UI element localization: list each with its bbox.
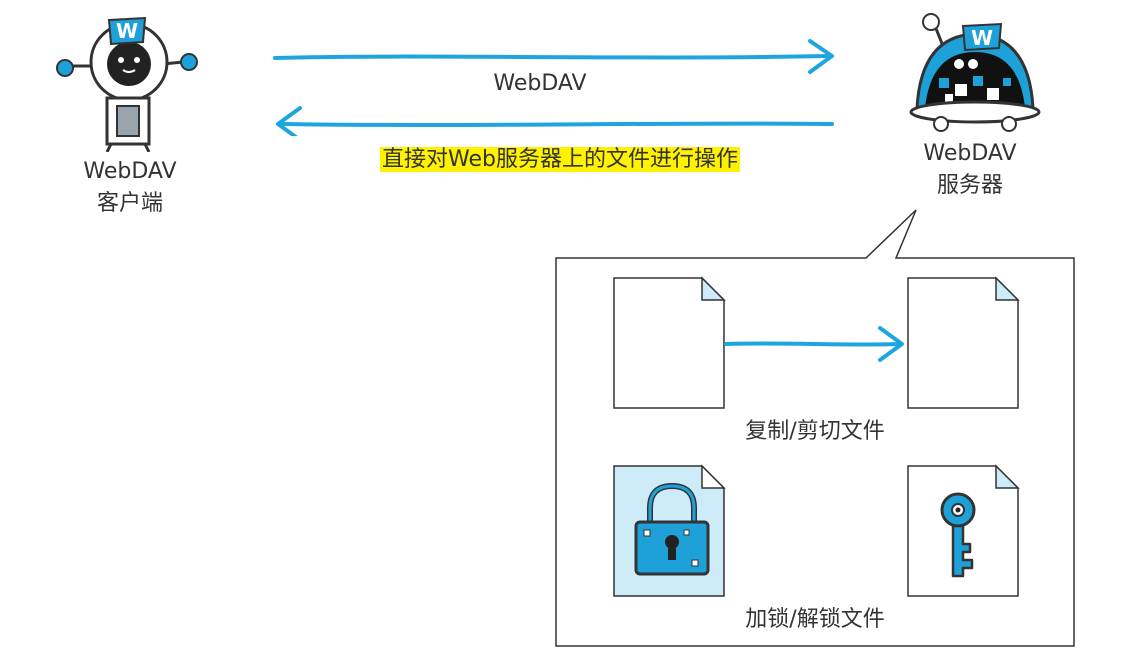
destination-file-icon [907,276,1020,409]
server-name: WebDAV [923,141,1017,166]
lock-unlock-caption: 加锁/解锁文件 [745,607,885,632]
client-robot-icon: W [56,16,198,152]
operation-caption-text: 直接对Web服务器上的文件进行操作 [380,147,740,172]
svg-text:W: W [971,26,993,50]
protocol-label: WebDAV [493,71,587,96]
client-role: 客户端 [96,191,163,216]
request-arrow [273,39,834,136]
unlocked-file-icon [907,464,1020,597]
locked-file-icon [613,464,726,597]
server-robot-icon: W [909,13,1041,132]
source-file-icon [613,276,726,409]
operation-caption: 直接对Web服务器上的文件进行操作 [320,146,800,174]
client-name: WebDAV [83,159,177,184]
copy-arrow-icon [724,326,904,362]
copy-cut-caption: 复制/剪切文件 [745,419,885,444]
svg-text:W: W [116,19,138,43]
server-role: 服务器 [936,173,1003,198]
